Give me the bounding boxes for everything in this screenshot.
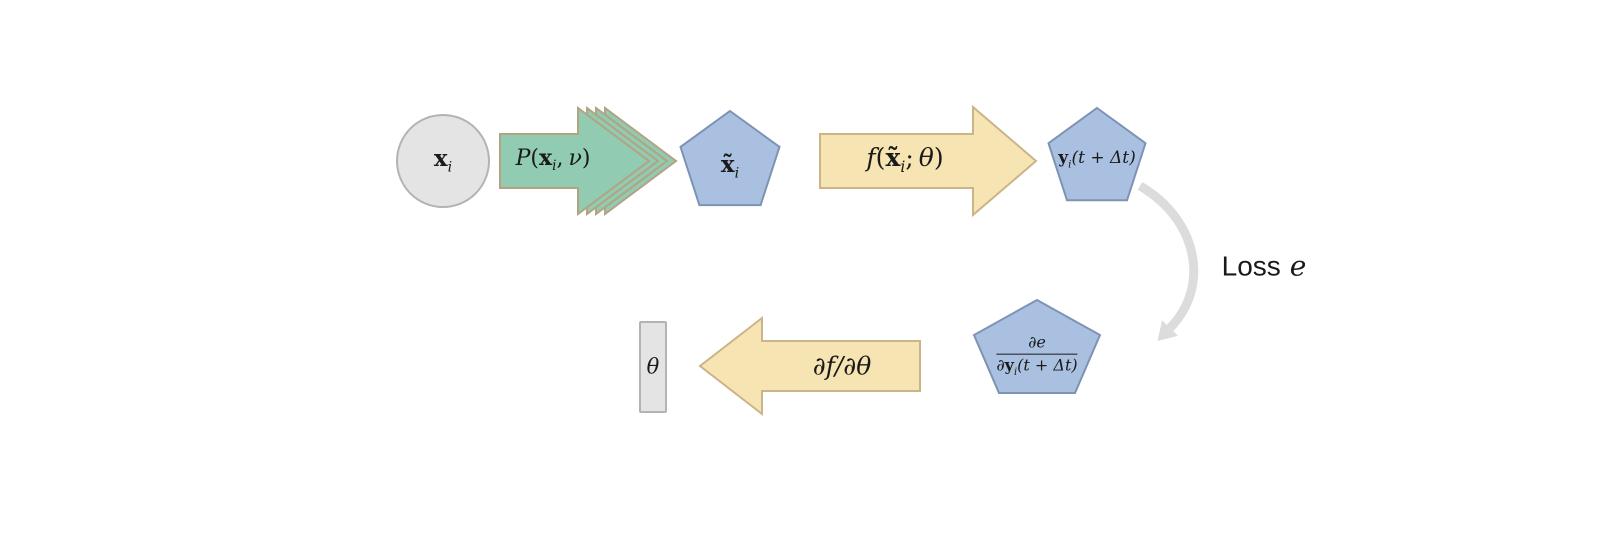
output-node-rest: (t + Δt) [1071,148,1136,169]
gradient-fraction: ∂e∂yi(t + Δt) [996,334,1078,379]
input-node-var: x [433,144,448,172]
gradient-denominator-sub: i [1013,366,1018,378]
perturbation-var: x [538,144,553,171]
loss-label-var: e [1289,249,1307,283]
backward-arrow-shape [698,315,921,417]
gradient-denominator-rest: (t + Δt) [1017,355,1078,375]
gradient-numerator: ∂e [996,334,1078,355]
output-node-sub: i [1068,158,1072,171]
forward-param: θ [918,142,934,172]
forward-arrow-shape [819,104,1038,218]
loss-label-text: Loss [1221,250,1281,282]
perturbed-node-label: x̃i [721,152,739,182]
perturbation-open-paren: ( [530,145,539,171]
output-node-pentagon [1047,106,1147,202]
perturbation-arrow-label: P(xi,ν) [516,146,591,174]
theta-node-text: θ [646,354,660,379]
perturbed-node-var: x̃ [720,150,735,178]
gradient-node-pentagon [972,298,1102,394]
input-node-label: xi [434,146,452,176]
theta-node-rect [639,321,667,413]
gradient-denominator-partial: ∂ [996,355,1005,375]
forward-var: x̃ [885,142,901,172]
theta-node-label: θ [647,355,660,378]
gradient-denominator-var: y [1004,355,1014,375]
perturbation-param: ν [568,145,582,171]
forward-func: f [866,142,876,172]
loss-curve-arrow [1137,182,1199,332]
perturbation-close-paren: ) [581,145,591,171]
forward-sub: i [900,157,906,176]
perturbation-arrow [499,106,651,216]
forward-separator: ; [905,142,914,172]
output-node-label: yi(t + Δt) [1058,149,1136,171]
forward-close-paren: ) [933,142,944,172]
gradient-node-label: ∂e∂yi(t + Δt) [996,334,1078,379]
perturbation-separator: , [556,145,564,171]
output-node-var: y [1058,148,1069,169]
perturbation-func: P [515,145,531,171]
backward-arrow-text: ∂f/∂θ [812,351,872,381]
input-node-sub: i [447,159,453,176]
loss-curve-arrowhead [1157,320,1178,341]
backward-arrow-label: ∂f/∂θ [813,352,872,380]
perturbation-sub: i [552,158,557,175]
forward-open-paren: ( [875,142,886,172]
perturbed-node-sub: i [734,165,740,182]
input-node-circle [396,114,490,208]
perturbed-node-pentagon [679,109,781,207]
forward-arrow-label: f(x̃i;θ) [866,144,943,176]
gradient-denominator: ∂yi(t + Δt) [996,354,1077,378]
